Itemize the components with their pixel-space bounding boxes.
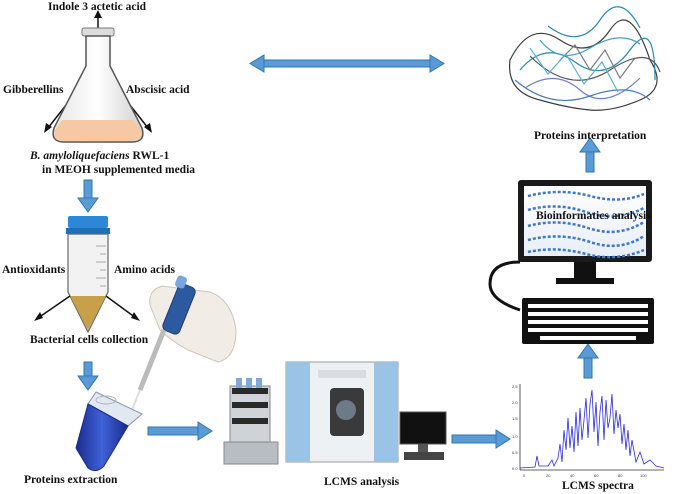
antioxidants-label: Antioxidants [2, 264, 66, 276]
arrow-up-1 [577, 343, 599, 379]
svg-text:80: 80 [618, 473, 623, 478]
arrow-right-1 [147, 421, 213, 441]
protein-structure-icon [508, 6, 661, 111]
svg-text:40: 40 [570, 473, 575, 478]
media-label: in MEOH supplemented media [42, 164, 196, 176]
svg-text:0.5: 0.5 [512, 450, 518, 455]
svg-text:2.5: 2.5 [512, 384, 518, 389]
amino-acids-label: Amino acids [114, 264, 176, 276]
microtube-icon [75, 391, 143, 472]
falcon-tube-icon [34, 216, 140, 334]
pipette-icon [127, 275, 237, 421]
svg-text:60: 60 [594, 473, 599, 478]
svg-text:20: 20 [546, 473, 551, 478]
computer-icon [488, 180, 654, 344]
svg-text:1.5: 1.5 [512, 416, 518, 421]
svg-text:0: 0 [523, 473, 526, 478]
species-line: B. amyloliquefaciens RWL-1 [30, 150, 169, 162]
lcms-spectra-label: LCMS spectra [562, 480, 634, 492]
abscisic-label: Abscisic acid [126, 84, 190, 96]
arrow-right-2 [451, 429, 511, 449]
species-name: B. amyloliquefaciens [30, 150, 130, 162]
svg-text:100: 100 [640, 473, 647, 478]
arrow-down-1 [77, 179, 99, 213]
svg-text:2.0: 2.0 [512, 400, 518, 405]
proteins-interpretation-label: Proteins interpretation [534, 130, 647, 142]
lcms-instrument-icon [223, 361, 447, 465]
bacterial-collection-label: Bacterial cells collection [30, 334, 149, 346]
flask-icon [44, 10, 152, 143]
proteins-extraction-label: Proteins extraction [24, 474, 118, 486]
svg-text:0.0: 0.0 [512, 466, 518, 471]
bioinformatics-label: Bioinformatics analysis [536, 210, 651, 222]
svg-text:1.0: 1.0 [512, 434, 518, 439]
arrow-down-2 [77, 361, 99, 391]
strain-name: RWL-1 [129, 150, 170, 162]
lcms-analysis-label: LCMS analysis [324, 476, 400, 488]
double-arrow [249, 54, 445, 73]
gibberellins-label: Gibberellins [3, 84, 64, 96]
spectrum-chart-icon: 2.5 2.0 1.5 1.0 0.5 0.0 0 20 40 60 80 100 [512, 384, 665, 478]
arrow-up-2 [579, 137, 601, 173]
indole-label: Indole 3 actetic acid [48, 1, 147, 13]
